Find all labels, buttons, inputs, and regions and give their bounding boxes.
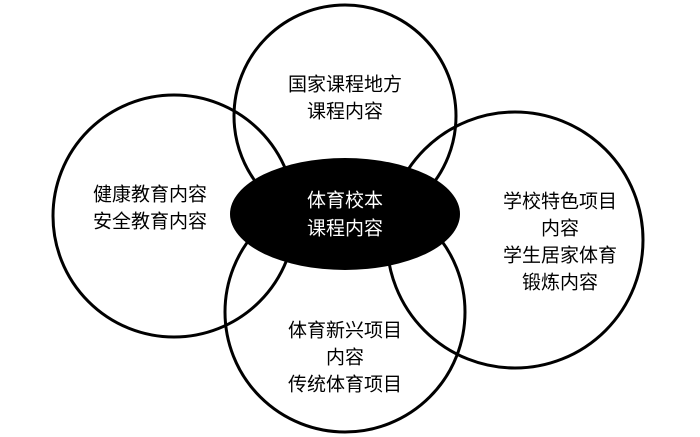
right-label-line-2: 内容 — [541, 218, 579, 240]
center-label-line-1: 体育校本 — [307, 190, 383, 212]
center-label-line-2: 课程内容 — [307, 218, 383, 240]
bottom-label-line-2: 内容 — [326, 347, 364, 369]
center-ellipse — [230, 158, 460, 270]
left-label-line-1: 健康教育内容 — [93, 184, 207, 206]
right-label-line-1: 学校特色项目 — [503, 191, 617, 213]
bottom-label-line-1: 体育新兴项目 — [288, 320, 402, 342]
left-label-line-2: 安全教育内容 — [93, 211, 207, 233]
right-label-line-4: 锻炼内容 — [522, 272, 598, 294]
top-label-line-2: 课程内容 — [307, 101, 383, 123]
right-label-line-3: 学生居家体育 — [503, 245, 617, 267]
top-label-line-1: 国家课程地方 — [288, 74, 402, 96]
bottom-label-line-3: 传统体育项目 — [288, 374, 402, 396]
